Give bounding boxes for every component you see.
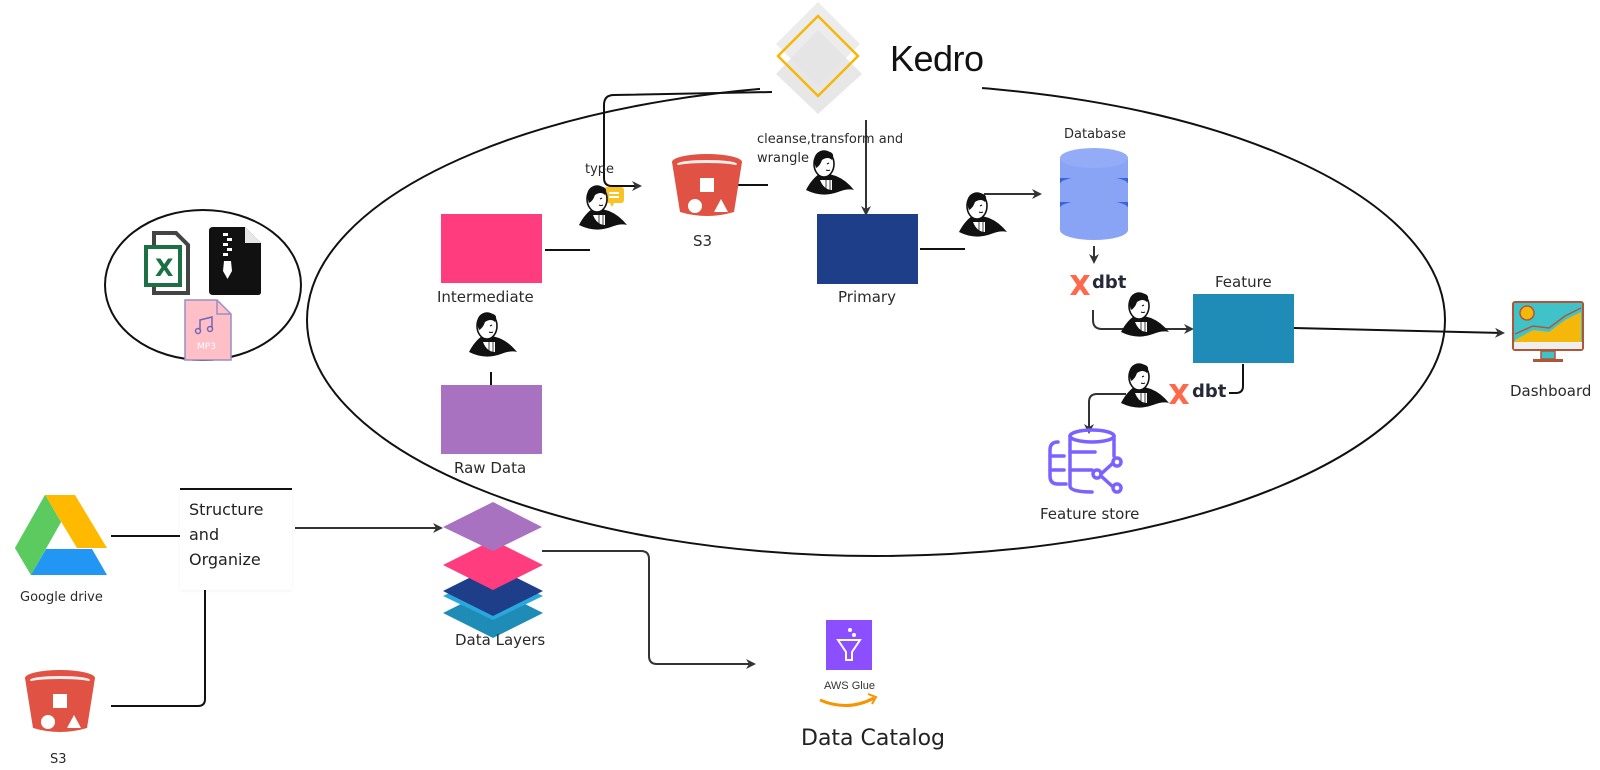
structure-organize-box[interactable]: Structure and Organize (180, 488, 292, 590)
dashboard-icon (1512, 301, 1584, 362)
s3-outer-label: S3 (50, 752, 67, 767)
database-icon (1060, 148, 1128, 240)
google-drive-label: Google drive (20, 590, 103, 605)
amazon-smile-icon (819, 696, 875, 707)
s3-outer-bucket-icon (25, 670, 95, 732)
cleanse-annotation-line1: cleanse,transform and (757, 132, 904, 147)
person-avatar-primary (958, 192, 1008, 238)
feature-store-icon (1048, 428, 1123, 494)
person-avatar-dbt-top (1120, 292, 1170, 338)
database-label: Database (1064, 127, 1127, 142)
dbt-bottom-label: dbt (1192, 381, 1227, 402)
mp3-label: MP3 (197, 342, 216, 352)
connector-dbt-to-feature-store (1084, 393, 1126, 434)
intermediate-label: Intermediate (437, 288, 534, 306)
raw-data-layer-box[interactable] (441, 385, 542, 454)
intermediate-layer-box[interactable] (441, 214, 542, 283)
excel-letter: X (155, 254, 174, 282)
connector-layers-to-catalog (542, 550, 756, 669)
s3-inner-label: S3 (693, 232, 713, 250)
kedro-logo-icon (776, 2, 862, 114)
primary-label: Primary (838, 288, 896, 306)
primary-layer-box[interactable] (817, 214, 918, 284)
data-layers-label: Data Layers (455, 631, 546, 649)
structure-line1: Structure (189, 500, 264, 519)
connector-kedro-to-s3 (603, 91, 773, 191)
person-avatar-dbt-bottom (1120, 363, 1170, 409)
feature-store-label: Feature store (1040, 505, 1140, 523)
dbt-logo-bottom-icon (1169, 384, 1189, 404)
aws-glue-icon (826, 620, 872, 670)
data-layers-icon (443, 502, 543, 638)
excel-file-icon (144, 231, 190, 295)
dashboard-label: Dashboard (1510, 382, 1592, 400)
type-annotation: type (585, 162, 615, 177)
comment-bubble-icon[interactable] (604, 187, 624, 207)
s3-bucket-icon (672, 154, 742, 216)
person-avatar-cleanse (805, 150, 855, 196)
dbt-logo-top-icon (1070, 275, 1090, 295)
connector-feature-to-dbt (1229, 364, 1244, 394)
mp3-file-icon (184, 299, 232, 361)
kedro-title: Kedro (890, 38, 984, 79)
connector-s3-to-structure (111, 590, 206, 707)
cleanse-annotation-line2: wrangle (757, 151, 810, 166)
feature-label: Feature (1215, 273, 1272, 291)
aws-glue-label: AWS Glue (824, 680, 875, 692)
connector-dbt-to-feature (1092, 310, 1194, 334)
feature-layer-box[interactable] (1193, 294, 1294, 363)
dbt-top-label: dbt (1092, 272, 1127, 293)
structure-line2: and (189, 525, 220, 544)
connector-feature-to-dashboard (1293, 327, 1505, 338)
raw-data-label: Raw Data (454, 459, 527, 477)
data-catalog-label: Data Catalog (801, 726, 946, 751)
person-avatar-intermediate (468, 312, 518, 358)
zip-file-icon (209, 227, 261, 295)
google-drive-icon (15, 495, 107, 575)
structure-line3: Organize (189, 550, 261, 569)
